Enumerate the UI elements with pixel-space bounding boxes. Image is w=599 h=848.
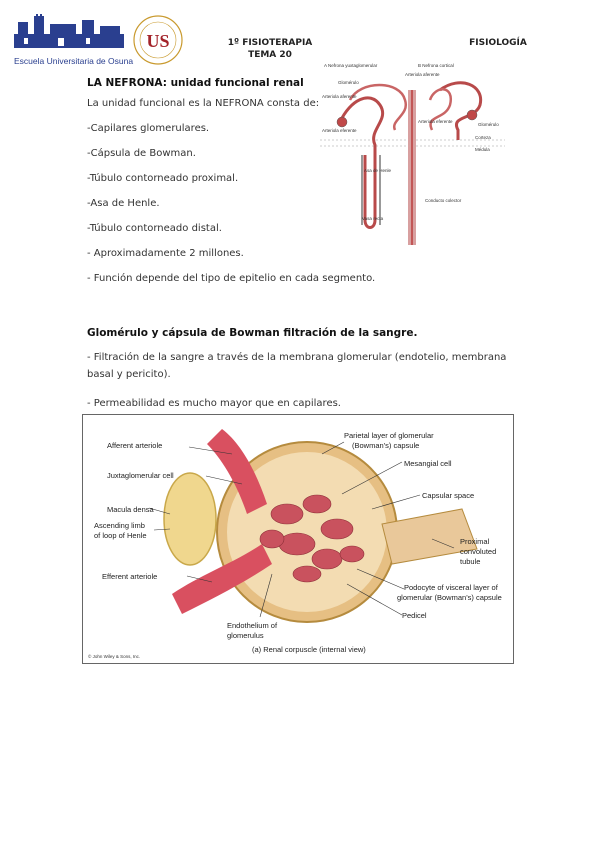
course-line-1: 1º FISIOTERAPIA — [227, 38, 313, 48]
subject-title: FISIOLOGÍA — [469, 38, 527, 48]
label-arteriola-aferente: Arteriola aferente — [322, 94, 357, 99]
label-ascending-limb-1: Ascending limb — [94, 521, 145, 530]
label-mesangial-cell: Mesangial cell — [404, 459, 452, 468]
school-name: Escuela Universitaria de Osuna — [14, 56, 134, 66]
list-item: - Función depende del tipo de epitelio e… — [87, 273, 376, 284]
nephron-diagram: A Nefrona yuxtaglomerular B Nefrona cort… — [320, 60, 505, 250]
label-pedicel: Pedicel — [402, 611, 427, 620]
seal-letters: US — [146, 31, 169, 51]
label-parietal-2: (Bowman's) capsule — [352, 441, 419, 450]
label-podocyte-1: Podocyte of visceral layer of — [404, 583, 499, 592]
label-nefrona-cortical: B Nefrona cortical — [418, 63, 454, 68]
list-item: -Cápsula de Bowman. — [87, 148, 196, 159]
label-parietal-1: Parietal layer of glomerular — [344, 431, 434, 440]
label-proximal-1: Proximal — [460, 537, 490, 546]
section-title-glomerulo: Glomérulo y cápsula de Bowman filtración… — [87, 327, 418, 339]
label-capsular-space: Capsular space — [422, 491, 474, 500]
label-ascending-limb-2: of loop of Henle — [94, 531, 147, 540]
list-item: -Capilares glomerulares. — [87, 123, 210, 134]
label-arteriola-aferente-2: Arteriola aferente — [405, 72, 440, 77]
label-podocyte-2: glomerular (Bowman's) capsule — [397, 593, 502, 602]
label-medula: Médula — [475, 147, 490, 152]
course-info: 1º FISIOTERAPIA TEMA 20 — [225, 37, 315, 61]
figure-copyright: © John Wiley & Sons, Inc. — [88, 653, 140, 659]
label-asa-henle: Asa de Henle — [364, 168, 392, 173]
label-glomerulo-2: Glomérulo — [478, 122, 499, 127]
label-endothelium-2: glomerulus — [227, 631, 264, 640]
paragraph-filtracion: - Filtración de la sangre a través de la… — [87, 352, 507, 380]
list-item: -Túbulo contorneado proximal. — [87, 173, 239, 184]
list-item: -Túbulo contorneado distal. — [87, 223, 222, 234]
course-line-2: TEMA 20 — [248, 50, 292, 60]
label-vasa-recta: Vasa recta — [362, 216, 384, 221]
section-title-nefrona: LA NEFRONA: unidad funcional renal — [87, 77, 304, 89]
seal-logo-icon: US — [133, 15, 183, 65]
label-conducto-colector: Conducto colector — [425, 198, 462, 203]
label-macula-densa: Macula densa — [107, 505, 155, 514]
label-glomerulo: Glomérulo — [338, 80, 359, 85]
paragraph-permeabilidad: - Permeabilidad es mucho mayor que en ca… — [87, 398, 341, 409]
label-nefrona-yuxta: A Nefrona yuxtaglomerular — [324, 63, 378, 68]
castle-logo-icon — [14, 14, 124, 48]
label-efferent-arteriole: Efferent arteriole — [102, 572, 157, 581]
list-intro: La unidad funcional es la NEFRONA consta… — [87, 98, 320, 109]
renal-corpuscle-figure: Afferent arteriole Juxtaglomerular cell … — [82, 414, 514, 664]
label-proximal-2: convoluted — [460, 547, 496, 556]
university-seal: US — [132, 14, 184, 66]
school-logo: Escuela Universitaria de Osuna — [14, 14, 134, 66]
nefrona-list: La unidad funcional es la NEFRONA consta… — [87, 96, 387, 296]
label-afferent-arteriole: Afferent arteriole — [107, 441, 162, 450]
list-item: -Asa de Henle. — [87, 198, 160, 209]
list-item: - Aproximadamente 2 millones. — [87, 248, 244, 259]
label-corteza: Corteza — [475, 135, 491, 140]
figure-caption: (a) Renal corpuscle (internal view) — [252, 645, 366, 654]
label-arteriola-eferente-2: Arteriola eferente — [418, 119, 453, 124]
label-arteriola-eferente: Arteriola eferente — [322, 128, 357, 133]
label-juxtaglomerular-cell: Juxtaglomerular cell — [107, 471, 174, 480]
label-endothelium-1: Endothelium of — [227, 621, 278, 630]
label-proximal-3: tubule — [460, 557, 480, 566]
